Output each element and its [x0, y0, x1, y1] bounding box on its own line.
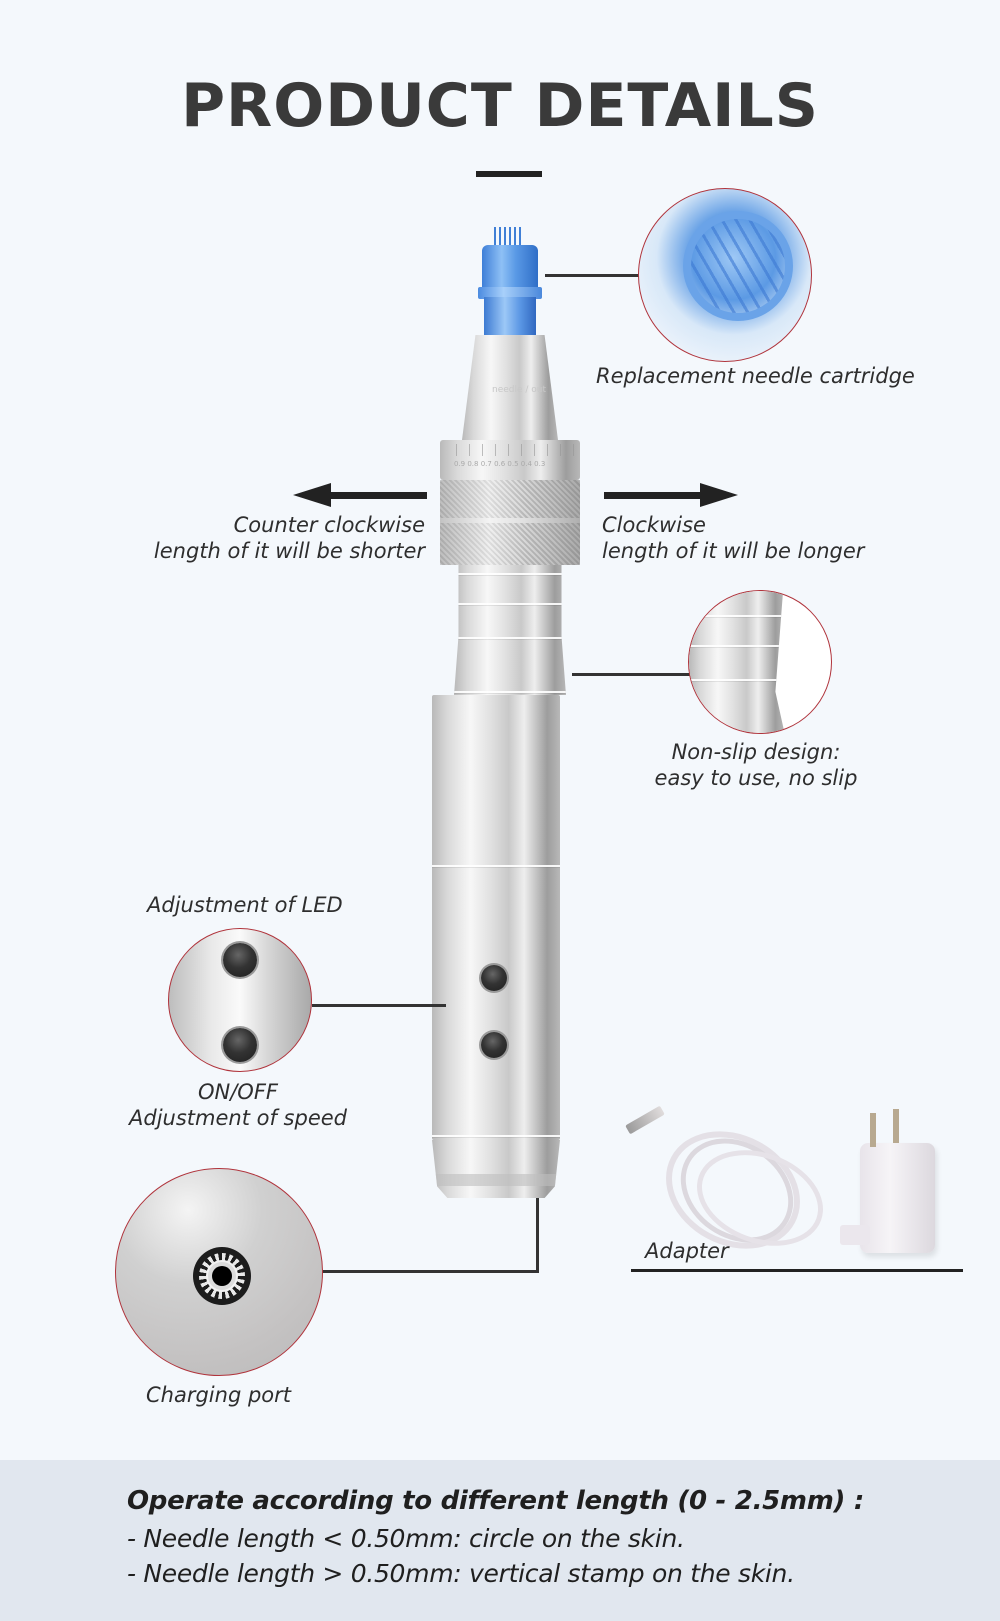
adapter-underline [631, 1269, 963, 1272]
led-button[interactable] [481, 965, 507, 991]
adapter-image [615, 1095, 955, 1272]
dc-jack-icon [625, 1105, 665, 1135]
instruction-item: - Needle length > 0.50mm: vertical stamp… [127, 1559, 795, 1588]
arrow-counter-clockwise [293, 483, 427, 507]
title-divider [476, 171, 542, 177]
connector-line-charging-v [536, 1198, 539, 1273]
connector-line-non-slip [572, 673, 690, 676]
pen-body [432, 695, 560, 1140]
label-led: Adjustment of LED [147, 893, 343, 917]
label-non-slip: Non-slip design: easy to use, no slip [654, 740, 858, 790]
cartridge-closeup [638, 188, 812, 362]
pen-nose-cone: needle / out [462, 335, 558, 440]
pen-end-cap [432, 1140, 560, 1198]
arrow-clockwise [604, 483, 738, 507]
knurled-ring[interactable] [440, 480, 580, 565]
connector-line-charging-h [323, 1270, 539, 1273]
non-slip-closeup [688, 590, 832, 734]
charging-port-icon [193, 1247, 251, 1305]
label-cartridge: Replacement needle cartridge [596, 364, 915, 388]
needle-cartridge [476, 227, 544, 339]
pen-engraving: needle / out [492, 385, 547, 395]
arrow-left-icon [293, 483, 331, 507]
wall-plug-icon [860, 1143, 935, 1253]
arrow-right-icon [700, 483, 738, 507]
depth-dial[interactable]: 0.9 0.8 0.7 0.6 0.5 0.4 0.3 [440, 440, 580, 480]
instruction-item: - Needle length < 0.50mm: circle on the … [127, 1524, 685, 1553]
needle-tips [494, 227, 524, 249]
connector-line-buttons [312, 1004, 446, 1007]
label-charging-port: Charging port [146, 1383, 292, 1407]
grip-section [454, 565, 566, 695]
instructions-panel: Operate according to different length (0… [0, 1460, 1000, 1621]
label-onoff-speed: ON/OFF Adjustment of speed [129, 1080, 347, 1130]
power-speed-button[interactable] [481, 1032, 507, 1058]
page-title: PRODUCT DETAILS [181, 71, 819, 141]
connector-line-cartridge [545, 274, 640, 277]
label-clockwise: Clockwise length of it will be longer [602, 513, 865, 563]
led-button-closeup-icon [223, 943, 257, 977]
buttons-closeup [168, 928, 312, 1072]
microneedle-pen: needle / out 0.9 0.8 0.7 0.6 0.5 0.4 0.3 [432, 185, 580, 1205]
label-adapter: Adapter [645, 1239, 729, 1263]
label-counter-clockwise: Counter clockwise length of it will be s… [153, 513, 425, 563]
charging-port-closeup [115, 1168, 323, 1376]
power-button-closeup-icon [223, 1028, 257, 1062]
instructions-heading: Operate according to different length (0… [127, 1486, 864, 1516]
dial-scale: 0.9 0.8 0.7 0.6 0.5 0.4 0.3 [454, 460, 546, 468]
